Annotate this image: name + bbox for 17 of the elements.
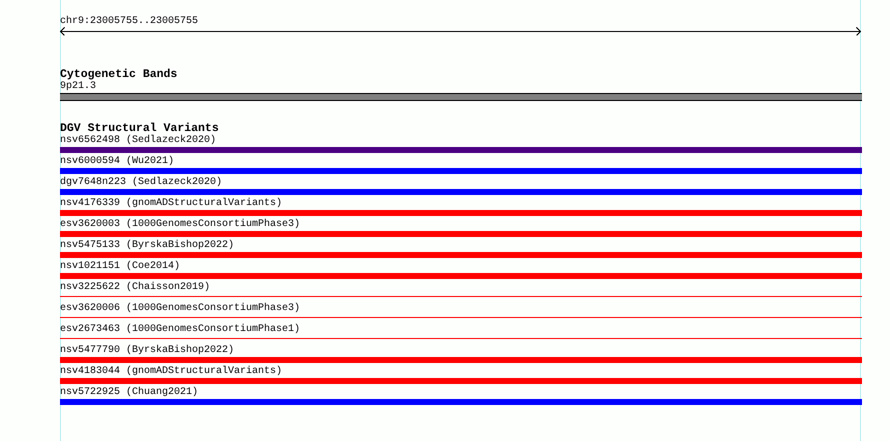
track-heading: Cytogenetic Bands: [60, 68, 178, 81]
feature-label: nsv6000594 (Wu2021): [60, 156, 174, 168]
feature-label: nsv5475133 (ByrskaBishop2022): [60, 240, 234, 252]
feature-label: nsv6562498 (Sedlazeck2020): [60, 135, 216, 147]
feature-label: dgv7648n223 (Sedlazeck2020): [60, 177, 222, 189]
feature-label: nsv3225622 (Chaisson2019): [60, 282, 210, 294]
feature-label: esv2673463 (1000GenomesConsortiumPhase1): [60, 324, 300, 336]
track-heading: DGV Structural Variants: [60, 122, 219, 135]
feature-label: esv3620003 (1000GenomesConsortiumPhase3): [60, 219, 300, 231]
feature-label: esv3620006 (1000GenomesConsortiumPhase3): [60, 303, 300, 315]
coordinate-label: chr9:23005755..23005755: [60, 16, 198, 28]
feature-label: nsv4176339 (gnomADStructuralVariants): [60, 198, 282, 210]
feature-label: nsv4183044 (gnomADStructuralVariants): [60, 366, 282, 378]
feature-label: nsv1021151 (Coe2014): [60, 261, 180, 273]
feature-label: nsv5722925 (Chuang2021): [60, 387, 198, 399]
feature-label: nsv5477790 (ByrskaBishop2022): [60, 345, 234, 357]
band-label: 9p21.3: [60, 81, 96, 93]
